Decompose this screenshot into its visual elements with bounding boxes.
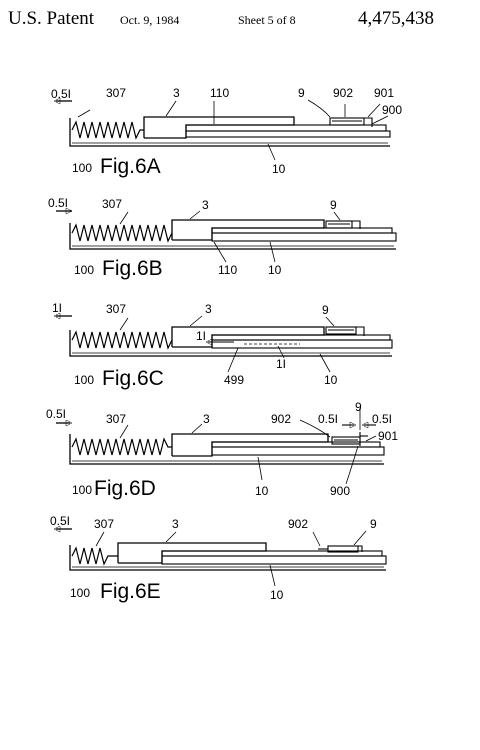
slider-3 (143, 116, 295, 139)
force-mid-label-d: 0.5I (318, 412, 338, 426)
base-bracket (69, 545, 386, 571)
label-100-b: 100 (74, 263, 94, 277)
label-307-b: 307 (102, 197, 122, 211)
spring-307 (71, 223, 173, 243)
caption-6a: Fig.6A (100, 155, 161, 178)
label-10-a: 10 (272, 162, 286, 176)
base-bracket (69, 434, 384, 465)
label-3-c: 3 (205, 302, 212, 316)
label-3-a: 3 (173, 86, 180, 100)
figure-6d: 0.5I 307 3 902 0.5I 9 0.5I 901 10 900 10… (46, 400, 398, 500)
slider-3 (171, 326, 325, 348)
base-bracket (69, 118, 390, 147)
slider-3 (171, 219, 325, 241)
label-10-e: 10 (270, 588, 284, 602)
label-307-d: 307 (106, 412, 126, 426)
force-label-b: 0.5I (48, 196, 68, 210)
label-3-b: 3 (202, 198, 209, 212)
label-901-a: 901 (374, 86, 394, 100)
label-110-b: 110 (218, 263, 237, 277)
label-10-d: 10 (255, 484, 269, 498)
label-9-c: 9 (322, 303, 329, 317)
label-902-d: 902 (271, 412, 291, 426)
figure-6a: 0.5I 307 3 110 9 902 901 900 10 100 Fig.… (51, 86, 402, 178)
sheet-number: Sheet 5 of 8 (238, 13, 296, 27)
label-307-c: 307 (106, 302, 126, 316)
label-100-d: 100 (72, 483, 92, 497)
force-label-c: 1I (52, 301, 62, 315)
label-902-e: 902 (288, 517, 308, 531)
slider-3 (171, 433, 329, 457)
label-499-c: 499 (224, 373, 244, 387)
force-right-label-d: 0.5I (372, 412, 392, 426)
label-10-c: 10 (324, 373, 338, 387)
label-307-a: 307 (106, 86, 126, 100)
clip-9 (329, 117, 365, 126)
spring-307 (71, 437, 172, 456)
clip-9 (331, 436, 361, 445)
label-100-c: 100 (74, 373, 94, 387)
force-label-d: 0.5I (46, 407, 66, 421)
base-bracket (69, 330, 392, 357)
caption-6d: Fig.6D (94, 477, 156, 500)
label-110-a: 110 (210, 86, 229, 100)
caption-6e: Fig.6E (100, 580, 161, 603)
figure-6b: 0.5I 307 3 9 110 10 100 Fig.6B (48, 196, 397, 280)
label-900-d: 900 (330, 484, 350, 498)
patent-date: Oct. 9, 1984 (120, 13, 180, 27)
figure-6c: 1I 307 3 9 1I 1I 499 10 100 Fig.6C (52, 301, 393, 390)
clip-9 (325, 326, 357, 335)
base-bracket (69, 223, 396, 250)
spring-307 (71, 120, 144, 140)
inner-force-label-c: 1I (196, 329, 206, 343)
label-100-e: 100 (70, 586, 90, 600)
label-901-d: 901 (378, 429, 398, 443)
caption-6b: Fig.6B (102, 257, 163, 280)
patent-number: 4,475,438 (358, 8, 434, 29)
caption-6c: Fig.6C (102, 367, 164, 390)
clip-9 (325, 220, 353, 229)
label-902-a: 902 (333, 86, 353, 100)
figure-6e: 0.5I 307 3 902 9 10 100 Fig.6E (50, 514, 387, 603)
label-3-e: 3 (172, 517, 179, 531)
label-10-b: 10 (268, 263, 282, 277)
force-label-e: 0.5I (50, 514, 70, 528)
inner-force2-label-c: 1I (276, 357, 286, 371)
slider-3 (117, 542, 267, 564)
label-3-d: 3 (203, 412, 210, 426)
spring-307 (71, 546, 118, 566)
label-9-d: 9 (355, 400, 362, 414)
part-901 (364, 117, 373, 127)
label-100-a: 100 (72, 161, 92, 175)
patent-label: U.S. Patent (8, 8, 95, 29)
label-307-e: 307 (94, 517, 114, 531)
label-9-e: 9 (370, 517, 377, 531)
label-900-a: 900 (382, 103, 402, 117)
force-label-a: 0.5I (51, 87, 71, 101)
label-9-a: 9 (298, 86, 305, 100)
spring-307 (71, 330, 173, 350)
label-9-b: 9 (330, 198, 337, 212)
